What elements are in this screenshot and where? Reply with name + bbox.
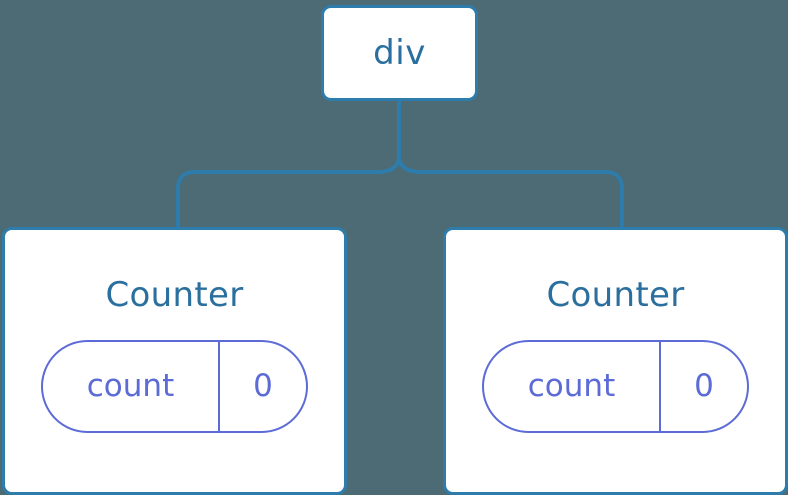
- state-key-label-right: count: [527, 368, 616, 404]
- node-div[interactable]: div: [321, 5, 478, 101]
- node-div-label: div: [373, 33, 426, 73]
- state-value-cell-right: 0: [661, 342, 747, 431]
- node-counter-left[interactable]: Counter count 0: [2, 227, 347, 495]
- connector-right-branch: [397, 98, 624, 234]
- state-pill-left[interactable]: count 0: [41, 340, 308, 433]
- state-key-cell-left: count: [43, 342, 220, 431]
- node-counter-right[interactable]: Counter count 0: [443, 227, 788, 495]
- state-value-cell-left: 0: [220, 342, 306, 431]
- state-pill-right[interactable]: count 0: [482, 340, 749, 433]
- state-value-label-right: 0: [694, 368, 714, 404]
- state-value-label-left: 0: [253, 368, 273, 404]
- state-key-label-left: count: [86, 368, 175, 404]
- node-counter-right-title: Counter: [546, 275, 685, 315]
- state-key-cell-right: count: [484, 342, 661, 431]
- connector-left-branch: [176, 154, 401, 234]
- node-counter-left-title: Counter: [105, 275, 244, 315]
